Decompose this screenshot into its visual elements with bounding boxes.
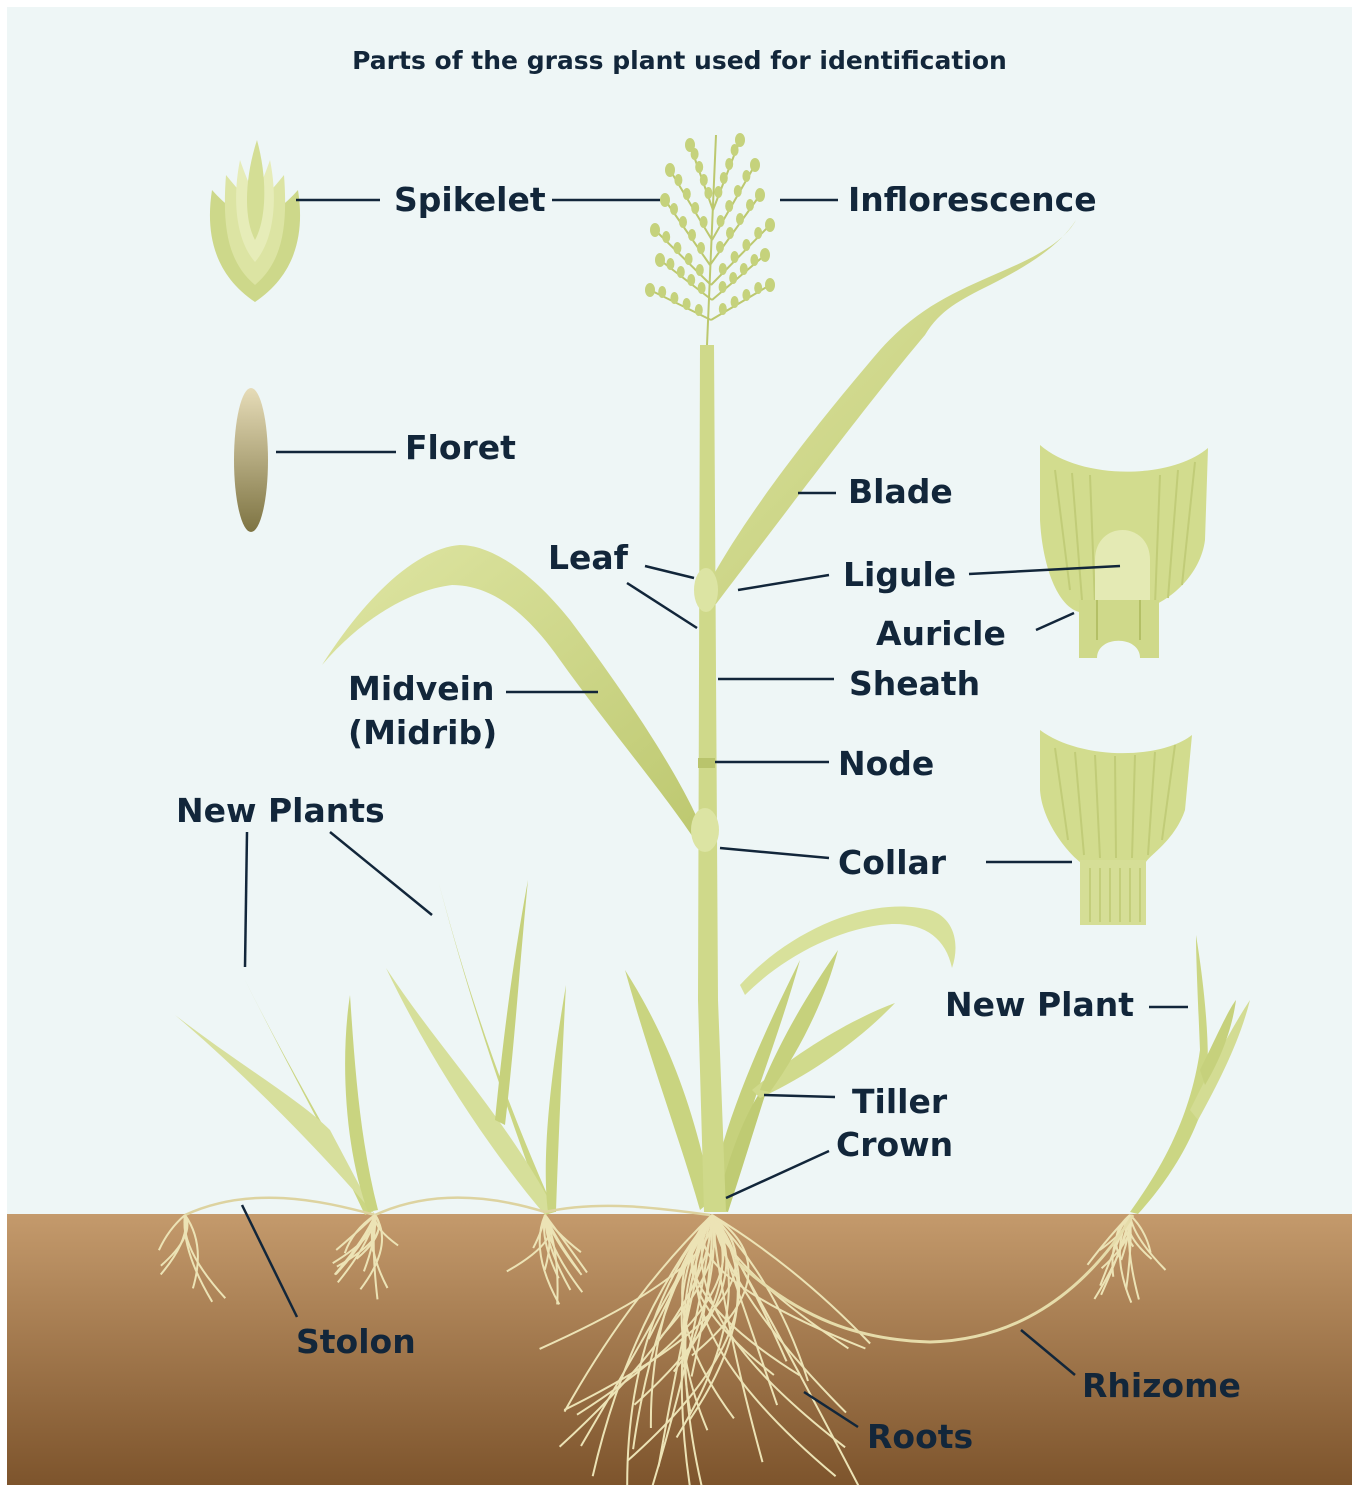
label-spikelet: Spikelet [394,179,546,221]
label-new-plants: New Plants [176,790,385,832]
label-roots: Roots [867,1416,973,1458]
label-ligule: Ligule [843,554,956,596]
label-leaf: Leaf [548,537,628,579]
label-tiller: Tiller [852,1081,947,1123]
label-blade: Blade [848,471,953,513]
diagram-title: Parts of the grass plant used for identi… [0,46,1359,75]
label-inflorescence: Inflorescence [848,179,1097,221]
label-stolon: Stolon [296,1321,416,1363]
label-sheath: Sheath [849,663,980,705]
label-auricle: Auricle [876,613,1006,655]
label-floret: Floret [405,427,516,469]
label-midvein: Midvein (Midrib) [348,667,497,755]
label-collar: Collar [838,842,946,884]
label-crown: Crown [836,1124,953,1166]
label-node: Node [838,743,934,785]
label-rhizome: Rhizome [1082,1365,1241,1407]
floret-drawing [234,388,268,532]
label-new-plant: New Plant [945,984,1134,1026]
